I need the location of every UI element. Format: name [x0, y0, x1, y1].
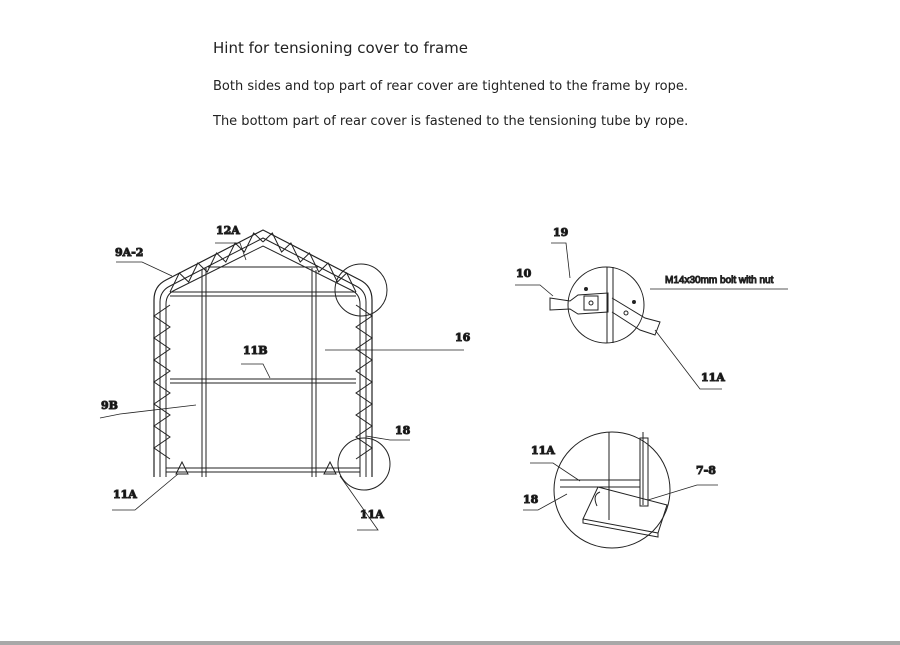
label-10: 10 [516, 267, 532, 280]
label-bolt: M14x30mm bolt with nut [665, 275, 774, 286]
truss-line [153, 304, 171, 460]
label-16: 16 [455, 331, 471, 344]
detail-circle-top [334, 263, 388, 317]
detail-bolt-connection [549, 266, 661, 344]
label-11a-left: 11A [113, 488, 137, 501]
label-9a-2: 9A-2 [115, 246, 143, 259]
label-18: 18 [395, 424, 411, 437]
page-title: Hint for tensioning cover to frame [213, 39, 469, 57]
label-11b: 11B [243, 344, 268, 357]
instruction-paragraph: Both sides and top part of rear cover ar… [213, 79, 689, 94]
detail-circle-bottom [337, 437, 391, 491]
page-bottom-border [0, 641, 900, 645]
label-11a-bottom-detail: 11A [531, 444, 555, 457]
label-12a: 12A [216, 224, 240, 237]
label-9b: 9B [101, 399, 118, 412]
label-11a-detail: 11A [701, 371, 725, 384]
truss-line [355, 304, 373, 460]
label-11a-right: 11A [360, 508, 384, 521]
label-18-detail: 18 [523, 493, 539, 506]
truss-line [169, 232, 264, 293]
instruction-paragraph: The bottom part of rear cover is fastene… [213, 114, 689, 129]
truss-line [262, 232, 357, 293]
label-7-8: 7-8 [696, 464, 716, 477]
detail-ground-plate [553, 431, 671, 549]
label-19: 19 [553, 226, 568, 239]
frame-front-view [153, 229, 373, 477]
